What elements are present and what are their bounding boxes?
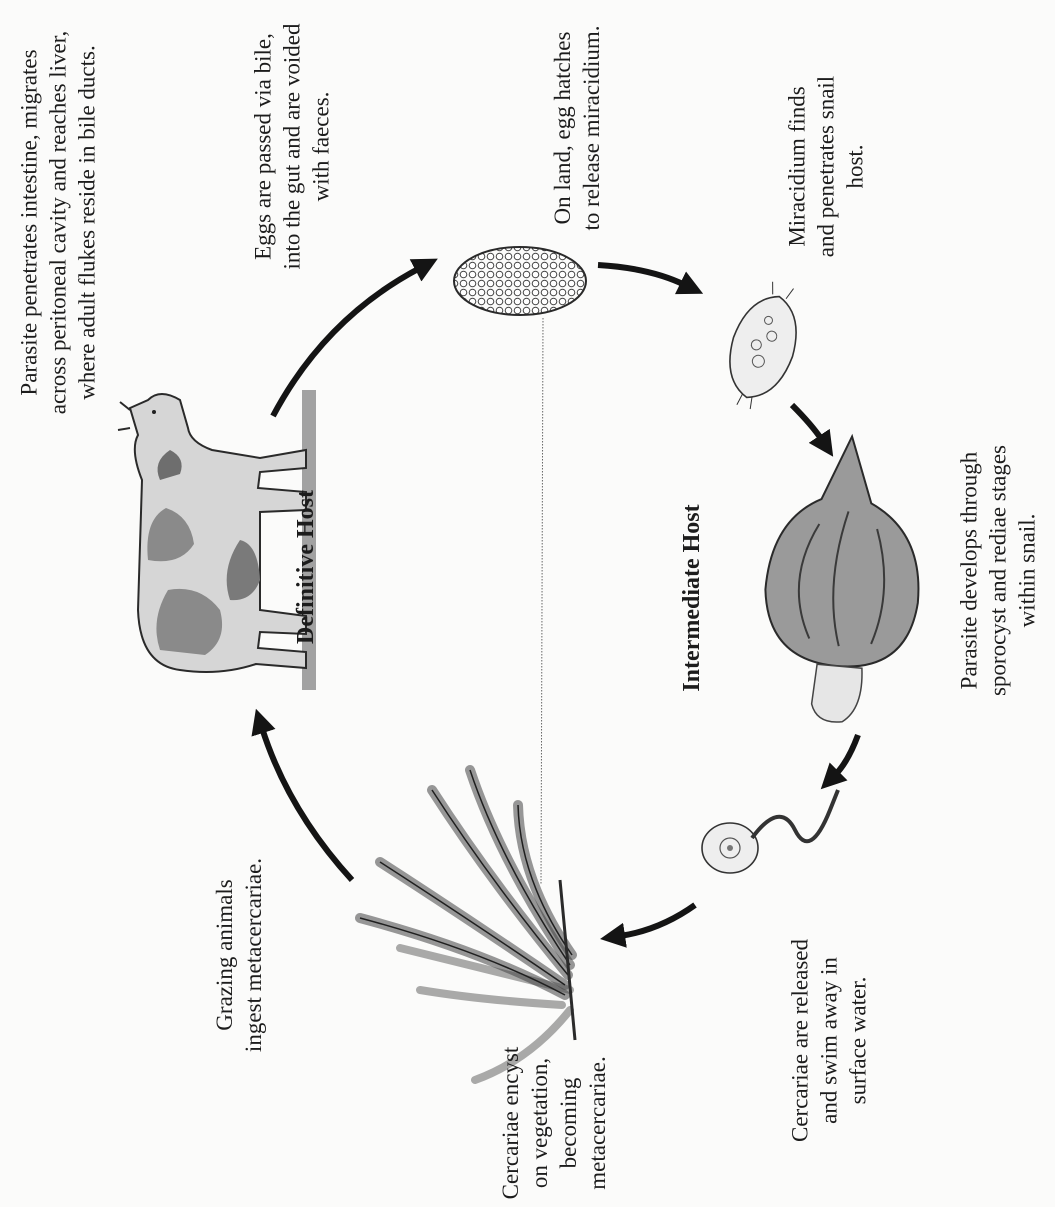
- snail-icon: [754, 430, 931, 728]
- step-line: sporocyst and rediae stages: [984, 391, 1013, 751]
- step-label-cercariae-encyst: Cercariae encyst on vegetation, becoming…: [496, 1033, 612, 1207]
- step-line: to release miracidium.: [577, 0, 606, 268]
- arrow-vegetation-to-cow: [262, 728, 352, 880]
- arrow-snail-to-cercaria: [835, 735, 858, 775]
- step-line: becoming: [554, 1033, 583, 1207]
- step-line: Cercariae are released: [786, 901, 815, 1181]
- intermediate-host-label: Intermediate Host: [678, 488, 708, 708]
- step-line: into the gut and are voided: [278, 0, 307, 307]
- step-line: On land, egg hatches: [548, 0, 577, 268]
- step-line: Parasite develops through: [955, 391, 984, 751]
- step-label-miracidium-finds-snail: Miracidium finds and penetrates snail ho…: [783, 47, 870, 287]
- cow-icon: [118, 390, 316, 690]
- step-label-cercariae-released: Cercariae are released and swim away in …: [786, 901, 873, 1181]
- definitive-host-label: Definitive Host: [292, 467, 322, 667]
- step-line: Cercariae encyst: [496, 1033, 525, 1207]
- step-label-adult-in-liver: Parasite penetrates intestine, migrates …: [15, 0, 102, 453]
- step-line: Miracidium finds: [783, 47, 812, 287]
- host-divider-line: [541, 318, 543, 885]
- step-line: within snail.: [1013, 391, 1042, 751]
- step-line: and swim away in: [815, 901, 844, 1181]
- step-line: Parasite penetrates intestine, migrates: [15, 0, 44, 453]
- step-label-eggs-voided: Eggs are passed via bile, into the gut a…: [249, 0, 336, 307]
- arrow-miracidium-to-snail: [792, 405, 822, 440]
- step-line: surface water.: [844, 901, 873, 1181]
- step-line: Grazing animals: [210, 825, 239, 1085]
- arrow-egg-to-miracidium: [598, 265, 685, 285]
- step-line: where adult flukes reside in bile ducts.: [73, 0, 102, 453]
- miracidium-icon: [714, 276, 813, 417]
- step-label-grazing-ingest: Grazing animals ingest metacercariae.: [210, 825, 268, 1085]
- step-line: metacercariae.: [583, 1033, 612, 1207]
- step-line: ingest metacercariae.: [239, 825, 268, 1085]
- step-line: across peritoneal cavity and reaches liv…: [44, 0, 73, 453]
- step-line: and penetrates snail: [812, 47, 841, 287]
- step-line: Eggs are passed via bile,: [249, 0, 278, 307]
- step-line: with faeces.: [307, 0, 336, 307]
- cercaria-icon: [702, 790, 838, 873]
- step-line: on vegetation,: [525, 1033, 554, 1207]
- arrow-cercaria-to-vegetation: [620, 905, 695, 936]
- step-line: host.: [841, 47, 870, 287]
- step-label-develops-in-snail: Parasite develops through sporocyst and …: [955, 391, 1042, 751]
- step-label-egg-hatches: On land, egg hatches to release miracidi…: [548, 0, 606, 268]
